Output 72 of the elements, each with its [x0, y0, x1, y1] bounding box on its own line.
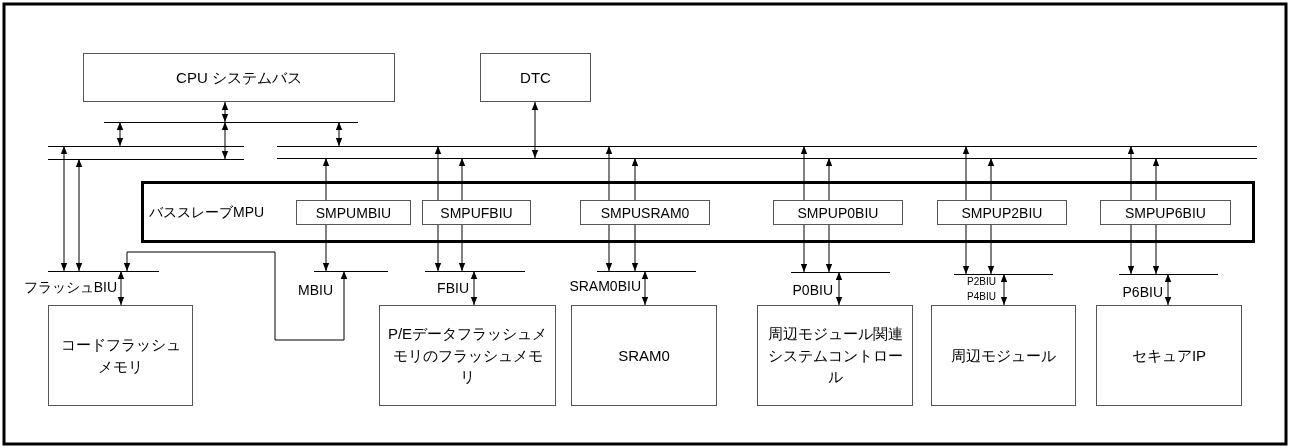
- bus-arrow: [322, 224, 330, 272]
- bus-arrow: [631, 157, 639, 201]
- bus-label: P4BIU: [967, 292, 996, 302]
- unit-box: SMPUMBIU: [296, 200, 411, 225]
- bus-line: [597, 271, 696, 272]
- bus-line: [791, 272, 890, 273]
- unit-box: SMPUSRAM0: [580, 200, 710, 225]
- bus-line: [48, 159, 244, 160]
- bus-arrow: [631, 224, 639, 272]
- bus-line: [1119, 274, 1218, 275]
- bus-arrow: [1164, 273, 1172, 306]
- bus-arrow: [322, 157, 330, 201]
- bus-arrow: [962, 224, 970, 275]
- bus-arrow: [1127, 145, 1135, 201]
- bus-arrow: [800, 224, 808, 273]
- bus-arrow: [962, 145, 970, 201]
- bus-label: FBIU: [437, 281, 469, 295]
- bus-arrow: [987, 224, 995, 275]
- bus-arrow: [1152, 157, 1160, 201]
- bus-arrow: [470, 270, 478, 306]
- module-box: コードフラッシュメモリ: [48, 305, 193, 406]
- bus-arrow: [123, 251, 348, 341]
- bus-arrow: [434, 224, 442, 272]
- bus-arrow: [1127, 224, 1135, 275]
- bus-arrow: [825, 157, 833, 201]
- bus-line: [277, 146, 1257, 147]
- module-box: SRAM0: [571, 305, 717, 406]
- bus-arrow: [117, 270, 125, 306]
- bus-label: P0BIU: [792, 283, 833, 297]
- bus-line: [314, 271, 388, 272]
- bus-arrow: [221, 101, 229, 123]
- module-box: P/Eデータフラッシュメモリのフラッシュメモリ: [379, 305, 556, 406]
- bus-arrow: [1152, 224, 1160, 275]
- mpu-group-box: [141, 181, 1255, 243]
- bus-arrow: [605, 145, 613, 201]
- module-box: セキュアIP: [1096, 305, 1242, 406]
- bus-arrow: [641, 270, 649, 306]
- bus-line: [48, 271, 159, 272]
- bus-line: [277, 158, 1257, 159]
- bus-line: [954, 274, 1053, 275]
- bus-label: MBIU: [298, 283, 333, 297]
- module-box: DTC: [480, 53, 591, 102]
- bus-arrow: [75, 158, 83, 272]
- bus-arrow: [116, 121, 124, 147]
- bus-line: [104, 122, 358, 123]
- unit-box: SMPUP2BIU: [937, 200, 1067, 225]
- bus-arrow: [605, 224, 613, 272]
- bus-label: フラッシュBIU: [23, 280, 117, 294]
- bus-arrow: [800, 145, 808, 201]
- bus-arrow: [221, 121, 229, 160]
- bus-label: SRAM0BIU: [569, 279, 641, 293]
- bus-label: P2BIU: [967, 277, 996, 287]
- unit-box: SMPUP6BIU: [1100, 200, 1231, 225]
- bus-arrow: [434, 145, 442, 201]
- bus-arrow: [458, 224, 466, 272]
- unit-box: SMPUP0BIU: [773, 200, 903, 225]
- bus-line: [48, 146, 244, 147]
- unit-box: SMPUFBIU: [422, 200, 531, 225]
- module-box: 周辺モジュール関連システムコントロール: [757, 305, 913, 406]
- bus-arrow: [1000, 273, 1008, 306]
- bus-arrow: [835, 271, 843, 306]
- bus-arrow: [825, 224, 833, 273]
- module-box: CPU システムバス: [83, 53, 395, 102]
- bus-arrow: [60, 145, 68, 272]
- bus-arrow: [987, 157, 995, 201]
- bus-arrow: [458, 157, 466, 201]
- bus-arrow: [531, 101, 539, 159]
- bus-label: P6BIU: [1122, 285, 1163, 299]
- bus-line: [425, 271, 525, 272]
- module-box: 周辺モジュール: [931, 305, 1076, 406]
- group-heading: バススレーブMPU: [149, 204, 265, 222]
- bus-arrow: [335, 121, 343, 147]
